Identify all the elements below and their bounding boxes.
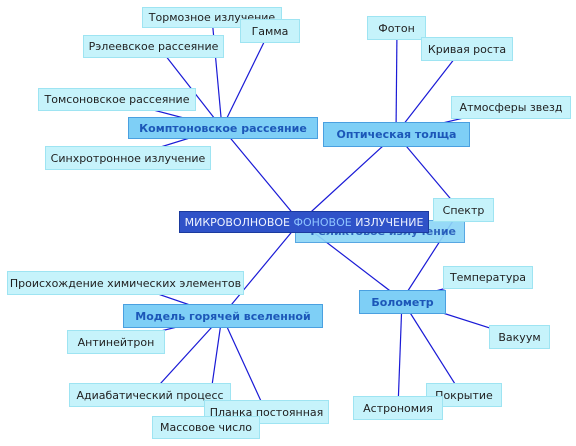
node-antineutron[interactable]: Антинейтрон	[67, 330, 165, 354]
link-rayleigh	[157, 45, 223, 129]
link-adiabatic	[149, 315, 223, 396]
node-synchrotron[interactable]: Синхротронное излучение	[45, 146, 211, 170]
hub-optical[interactable]: Оптическая толща	[323, 122, 470, 147]
link-gamma	[221, 29, 271, 129]
link-center-optical	[299, 133, 397, 223]
node-thomson[interactable]: Томсоновское рассеяние	[38, 88, 196, 111]
node-stellar-atmospheres[interactable]: Атмосферы звезд	[451, 96, 571, 119]
hub-hot-universe[interactable]: Модель горячей вселенной	[123, 304, 323, 328]
hub-compton[interactable]: Комптоновское рассеяние	[128, 117, 318, 139]
center-topic-part1: МИКРОВОЛНОВОЕ	[184, 215, 294, 229]
link-photon	[395, 27, 398, 135]
node-growth-curve[interactable]: Кривая роста	[421, 37, 513, 61]
center-topic-part2: ФОНОВОЕ	[293, 215, 352, 229]
node-rayleigh[interactable]: Рэлеевское рассеяние	[83, 35, 224, 58]
node-spectrum[interactable]: Спектр	[433, 198, 494, 222]
link-center-compton	[221, 127, 301, 223]
node-vacuum[interactable]: Вакуум	[489, 325, 550, 349]
link-growth-curve	[395, 48, 463, 135]
center-topic[interactable]: МИКРОВОЛНОВОЕ ФОНОВОЕ ИЗЛУЧЕНИЕ	[179, 211, 429, 233]
link-astronomy	[397, 299, 403, 409]
node-chemical-origin[interactable]: Происхождение химических элементов	[7, 271, 244, 295]
link-center-hot-universe	[221, 221, 301, 317]
link-planck	[221, 315, 267, 413]
node-temperature[interactable]: Температура	[443, 266, 533, 289]
node-astronomy[interactable]: Астрономия	[353, 396, 443, 420]
node-photon[interactable]: Фотон	[367, 16, 426, 40]
link-coating	[401, 299, 463, 396]
node-gamma[interactable]: Гамма	[240, 19, 300, 43]
node-mass-number[interactable]: Массовое число	[152, 416, 260, 439]
center-topic-part3: ИЗЛУЧЕНИЕ	[351, 215, 424, 229]
hub-bolometer[interactable]: Болометр	[359, 290, 446, 314]
